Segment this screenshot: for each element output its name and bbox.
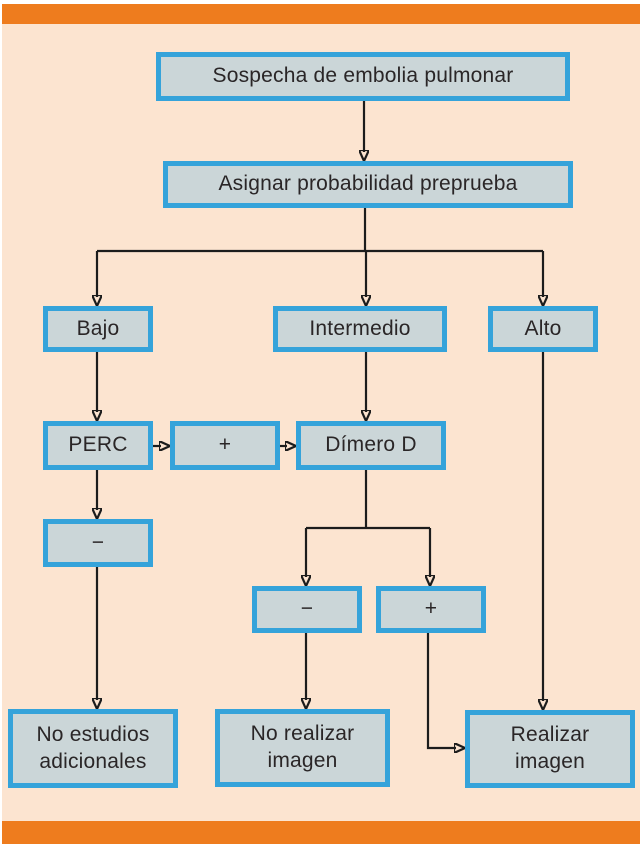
node-dimero-negativo: − [252, 586, 362, 633]
node-no-estudios-adicionales: No estudios adicionales [8, 709, 178, 788]
node-dimero-d: Dímero D [296, 421, 446, 470]
node-perc: PERC [43, 421, 153, 470]
node-alto: Alto [488, 306, 598, 352]
node-dimero-positivo: + [376, 586, 486, 633]
node-realizar-imagen: Realizar imagen [465, 710, 635, 788]
top-border-bar [2, 4, 640, 24]
node-sospecha-embolia: Sospecha de embolia pulmonar [156, 52, 570, 101]
node-bajo: Bajo [43, 306, 153, 352]
bottom-border-bar [2, 821, 640, 844]
node-perc-negativo: − [43, 519, 153, 567]
node-perc-positivo: + [170, 421, 280, 470]
node-intermedio: Intermedio [273, 306, 447, 352]
node-no-realizar-imagen: No realizar imagen [215, 709, 390, 787]
node-asignar-probabilidad: Asignar probabilidad preprueba [163, 161, 573, 208]
